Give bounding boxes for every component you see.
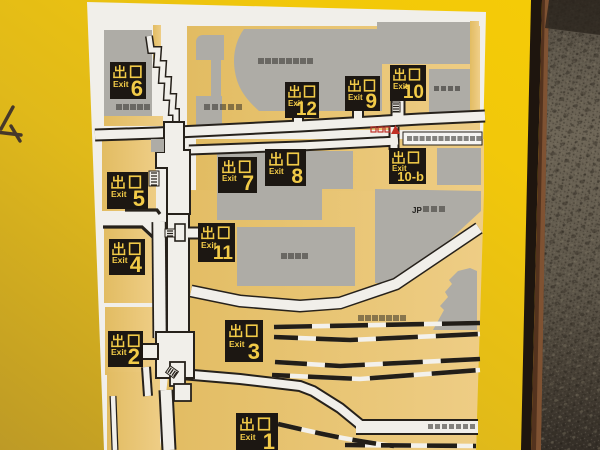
svg-text:Exit: Exit <box>111 189 127 199</box>
svg-text:Exit: Exit <box>222 174 237 183</box>
svg-text:2: 2 <box>128 344 140 369</box>
svg-text:JP: JP <box>412 206 422 215</box>
svg-text:Exit: Exit <box>112 255 128 265</box>
svg-text:Exit: Exit <box>269 167 284 176</box>
svg-text:3: 3 <box>248 339 260 364</box>
svg-text:9: 9 <box>365 90 377 113</box>
svg-text:4: 4 <box>130 252 143 277</box>
svg-text:Exit: Exit <box>240 432 256 442</box>
svg-text:Exit: Exit <box>392 164 407 173</box>
svg-text:Exit: Exit <box>348 93 363 102</box>
svg-text:7: 7 <box>242 172 254 195</box>
svg-text:Exit: Exit <box>393 82 408 91</box>
svg-text:1: 1 <box>263 429 275 450</box>
svg-text:Exit: Exit <box>113 79 129 89</box>
svg-text:Exit: Exit <box>288 99 303 108</box>
svg-text:8: 8 <box>291 165 303 188</box>
svg-text:Exit: Exit <box>111 347 127 357</box>
svg-text:11: 11 <box>213 243 234 264</box>
svg-text:Exit: Exit <box>229 339 245 349</box>
svg-text:Exit: Exit <box>201 240 217 250</box>
svg-text:12: 12 <box>296 99 317 120</box>
svg-text:10-b: 10-b <box>397 169 424 184</box>
svg-text:5: 5 <box>133 186 145 211</box>
svg-text:10: 10 <box>403 82 424 103</box>
svg-text:6: 6 <box>131 76 143 101</box>
